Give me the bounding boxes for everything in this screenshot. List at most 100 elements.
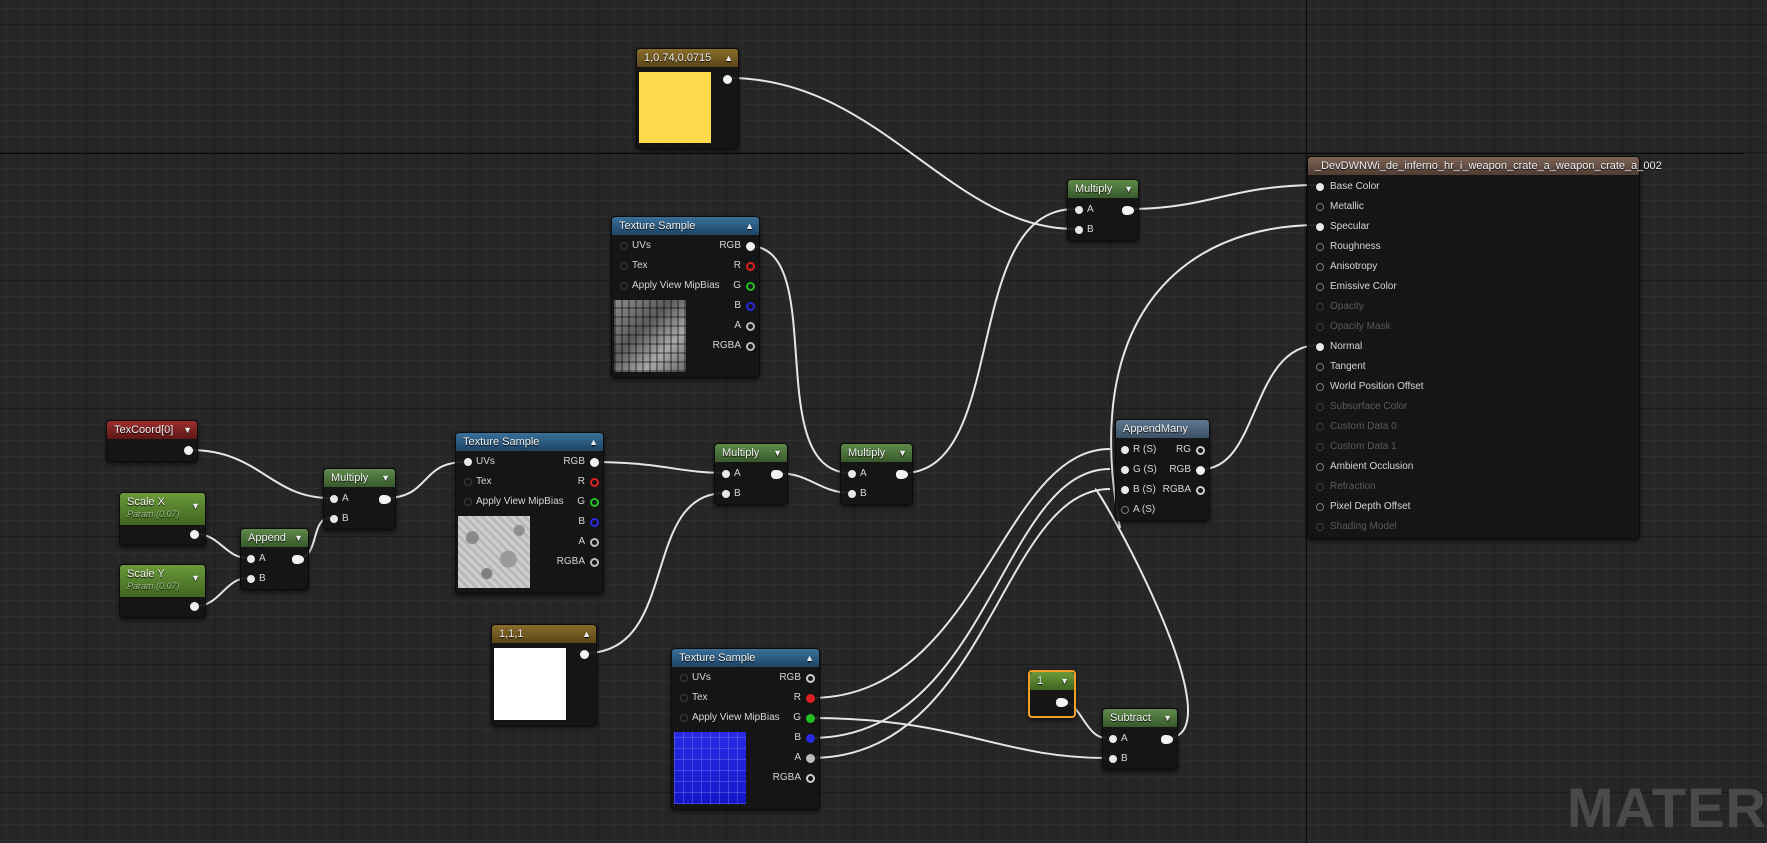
append-a-input-pin[interactable] — [247, 555, 255, 563]
subtract-node[interactable]: Subtract ▼ A B — [1102, 708, 1178, 770]
collapse-up-icon[interactable]: ▲ — [582, 629, 591, 639]
append-node[interactable]: Append ▼ A B — [240, 528, 309, 590]
expand-down-icon[interactable]: ▼ — [1163, 713, 1172, 723]
texture-sample-mid-node[interactable]: Texture Sample ▲ UVs Tex Apply View MipB… — [455, 432, 604, 594]
rgba-output-pin[interactable] — [746, 342, 755, 351]
expand-down-icon[interactable]: ▼ — [773, 448, 782, 458]
tex-input-pin[interactable] — [464, 478, 472, 486]
multiply-uv-node[interactable]: Multiply ▼ A B — [323, 468, 396, 530]
collapse-up-icon[interactable]: ▲ — [805, 653, 814, 663]
multiply-mid-b-input-pin[interactable] — [722, 490, 730, 498]
scale-y-output-pin[interactable] — [190, 602, 199, 611]
a-output-pin[interactable] — [806, 754, 815, 763]
material-input-pin[interactable] — [1316, 303, 1324, 311]
subtract-output-pin[interactable] — [1161, 735, 1173, 744]
r-output-pin[interactable] — [746, 262, 755, 271]
multiply-uv-b-input-pin[interactable] — [330, 515, 338, 523]
multiply-base-output-pin[interactable] — [1122, 206, 1134, 215]
collapse-up-icon[interactable]: ▲ — [589, 437, 598, 447]
material-input-pin[interactable] — [1316, 523, 1324, 531]
append-many-r-input-pin[interactable] — [1121, 446, 1129, 454]
expand-down-icon[interactable]: ▼ — [294, 533, 303, 543]
multiply-uv-a-input-pin[interactable] — [330, 495, 338, 503]
rgb-output-pin[interactable] — [746, 242, 755, 251]
rgb-output-pin[interactable] — [806, 674, 815, 683]
material-input-pin[interactable] — [1316, 483, 1324, 491]
constant-white-output-pin[interactable] — [580, 650, 589, 659]
material-input-pin[interactable] — [1316, 323, 1324, 331]
multiply-uv-output-pin[interactable] — [379, 495, 391, 504]
append-many-node[interactable]: AppendMany R (S) G (S) B (S) A (S) RG RG… — [1115, 419, 1210, 521]
multiply-chain-a-input-pin[interactable] — [848, 470, 856, 478]
subtract-a-input-pin[interactable] — [1109, 735, 1117, 743]
append-many-rgb-output-pin[interactable] — [1196, 466, 1205, 475]
multiply-mid-node[interactable]: Multiply ▼ A B — [714, 443, 788, 505]
multiply-base-a-input-pin[interactable] — [1075, 206, 1083, 214]
g-output-pin[interactable] — [590, 498, 599, 507]
append-output-pin[interactable] — [292, 555, 304, 564]
material-input-pin[interactable] — [1316, 183, 1324, 191]
subtract-b-input-pin[interactable] — [1109, 755, 1117, 763]
append-many-g-input-pin[interactable] — [1121, 466, 1129, 474]
r-output-pin[interactable] — [590, 478, 599, 487]
expand-down-icon[interactable]: ▼ — [898, 448, 907, 458]
r-output-pin[interactable] — [806, 694, 815, 703]
a-output-pin[interactable] — [590, 538, 599, 547]
append-many-a-input-pin[interactable] — [1121, 506, 1129, 514]
expand-down-icon[interactable]: ▼ — [191, 501, 200, 511]
expand-down-icon[interactable]: ▼ — [381, 473, 390, 483]
constant-yellow-output-pin[interactable] — [723, 75, 732, 84]
scale-x-output-pin[interactable] — [190, 530, 199, 539]
material-input-pin[interactable] — [1316, 223, 1324, 231]
texture-sample-top-node[interactable]: Texture Sample ▲ UVs Tex Apply View MipB… — [611, 216, 760, 378]
material-input-pin[interactable] — [1316, 463, 1324, 471]
multiply-chain-b-input-pin[interactable] — [848, 490, 856, 498]
multiply-base-b-input-pin[interactable] — [1075, 226, 1083, 234]
material-input-pin[interactable] — [1316, 423, 1324, 431]
multiply-chain-output-pin[interactable] — [896, 470, 908, 479]
rgba-output-pin[interactable] — [590, 558, 599, 567]
mipbias-input-pin[interactable] — [680, 714, 688, 722]
scale-y-param-node[interactable]: Scale Y Param (0.07) ▼ — [119, 564, 206, 618]
material-input-pin[interactable] — [1316, 503, 1324, 511]
tex-input-pin[interactable] — [680, 694, 688, 702]
material-input-pin[interactable] — [1316, 403, 1324, 411]
uvs-input-pin[interactable] — [464, 458, 472, 466]
constant-one-output-pin[interactable] — [1056, 698, 1068, 707]
rgba-output-pin[interactable] — [806, 774, 815, 783]
texcoord-output-pin[interactable] — [184, 446, 193, 455]
b-output-pin[interactable] — [590, 518, 599, 527]
scale-x-param-node[interactable]: Scale X Param (0.07) ▼ — [119, 492, 206, 546]
g-output-pin[interactable] — [806, 714, 815, 723]
collapse-up-icon[interactable]: ▲ — [724, 53, 733, 63]
material-input-pin[interactable] — [1316, 243, 1324, 251]
g-output-pin[interactable] — [746, 282, 755, 291]
constant-white-node[interactable]: 1,1,1 ▲ — [491, 624, 597, 726]
b-output-pin[interactable] — [746, 302, 755, 311]
append-many-rgba-output-pin[interactable] — [1196, 486, 1205, 495]
material-input-pin[interactable] — [1316, 263, 1324, 271]
constant-one-node[interactable]: 1 ▼ — [1028, 670, 1076, 718]
material-input-pin[interactable] — [1316, 383, 1324, 391]
tex-input-pin[interactable] — [620, 262, 628, 270]
rgb-output-pin[interactable] — [590, 458, 599, 467]
multiply-base-node[interactable]: Multiply ▼ A B — [1067, 179, 1139, 241]
material-output-node[interactable]: _DevDWNWi_de_inferno_hr_i_weapon_crate_a… — [1307, 156, 1662, 539]
expand-down-icon[interactable]: ▼ — [1060, 676, 1069, 686]
constant-yellow-node[interactable]: 1,0.74,0.0715 ▲ — [636, 48, 739, 149]
texture-sample-bottom-node[interactable]: Texture Sample ▲ UVs Tex Apply View MipB… — [671, 648, 820, 810]
texcoord-node[interactable]: TexCoord[0] ▼ — [106, 420, 198, 462]
expand-down-icon[interactable]: ▼ — [191, 573, 200, 583]
b-output-pin[interactable] — [806, 734, 815, 743]
material-input-pin[interactable] — [1316, 203, 1324, 211]
multiply-chain-node[interactable]: Multiply ▼ A B — [840, 443, 913, 505]
mipbias-input-pin[interactable] — [464, 498, 472, 506]
collapse-up-icon[interactable]: ▲ — [745, 221, 754, 231]
mipbias-input-pin[interactable] — [620, 282, 628, 290]
material-input-pin[interactable] — [1316, 443, 1324, 451]
material-input-pin[interactable] — [1316, 283, 1324, 291]
multiply-mid-output-pin[interactable] — [771, 470, 783, 479]
uvs-input-pin[interactable] — [680, 674, 688, 682]
a-output-pin[interactable] — [746, 322, 755, 331]
expand-down-icon[interactable]: ▼ — [183, 425, 192, 435]
